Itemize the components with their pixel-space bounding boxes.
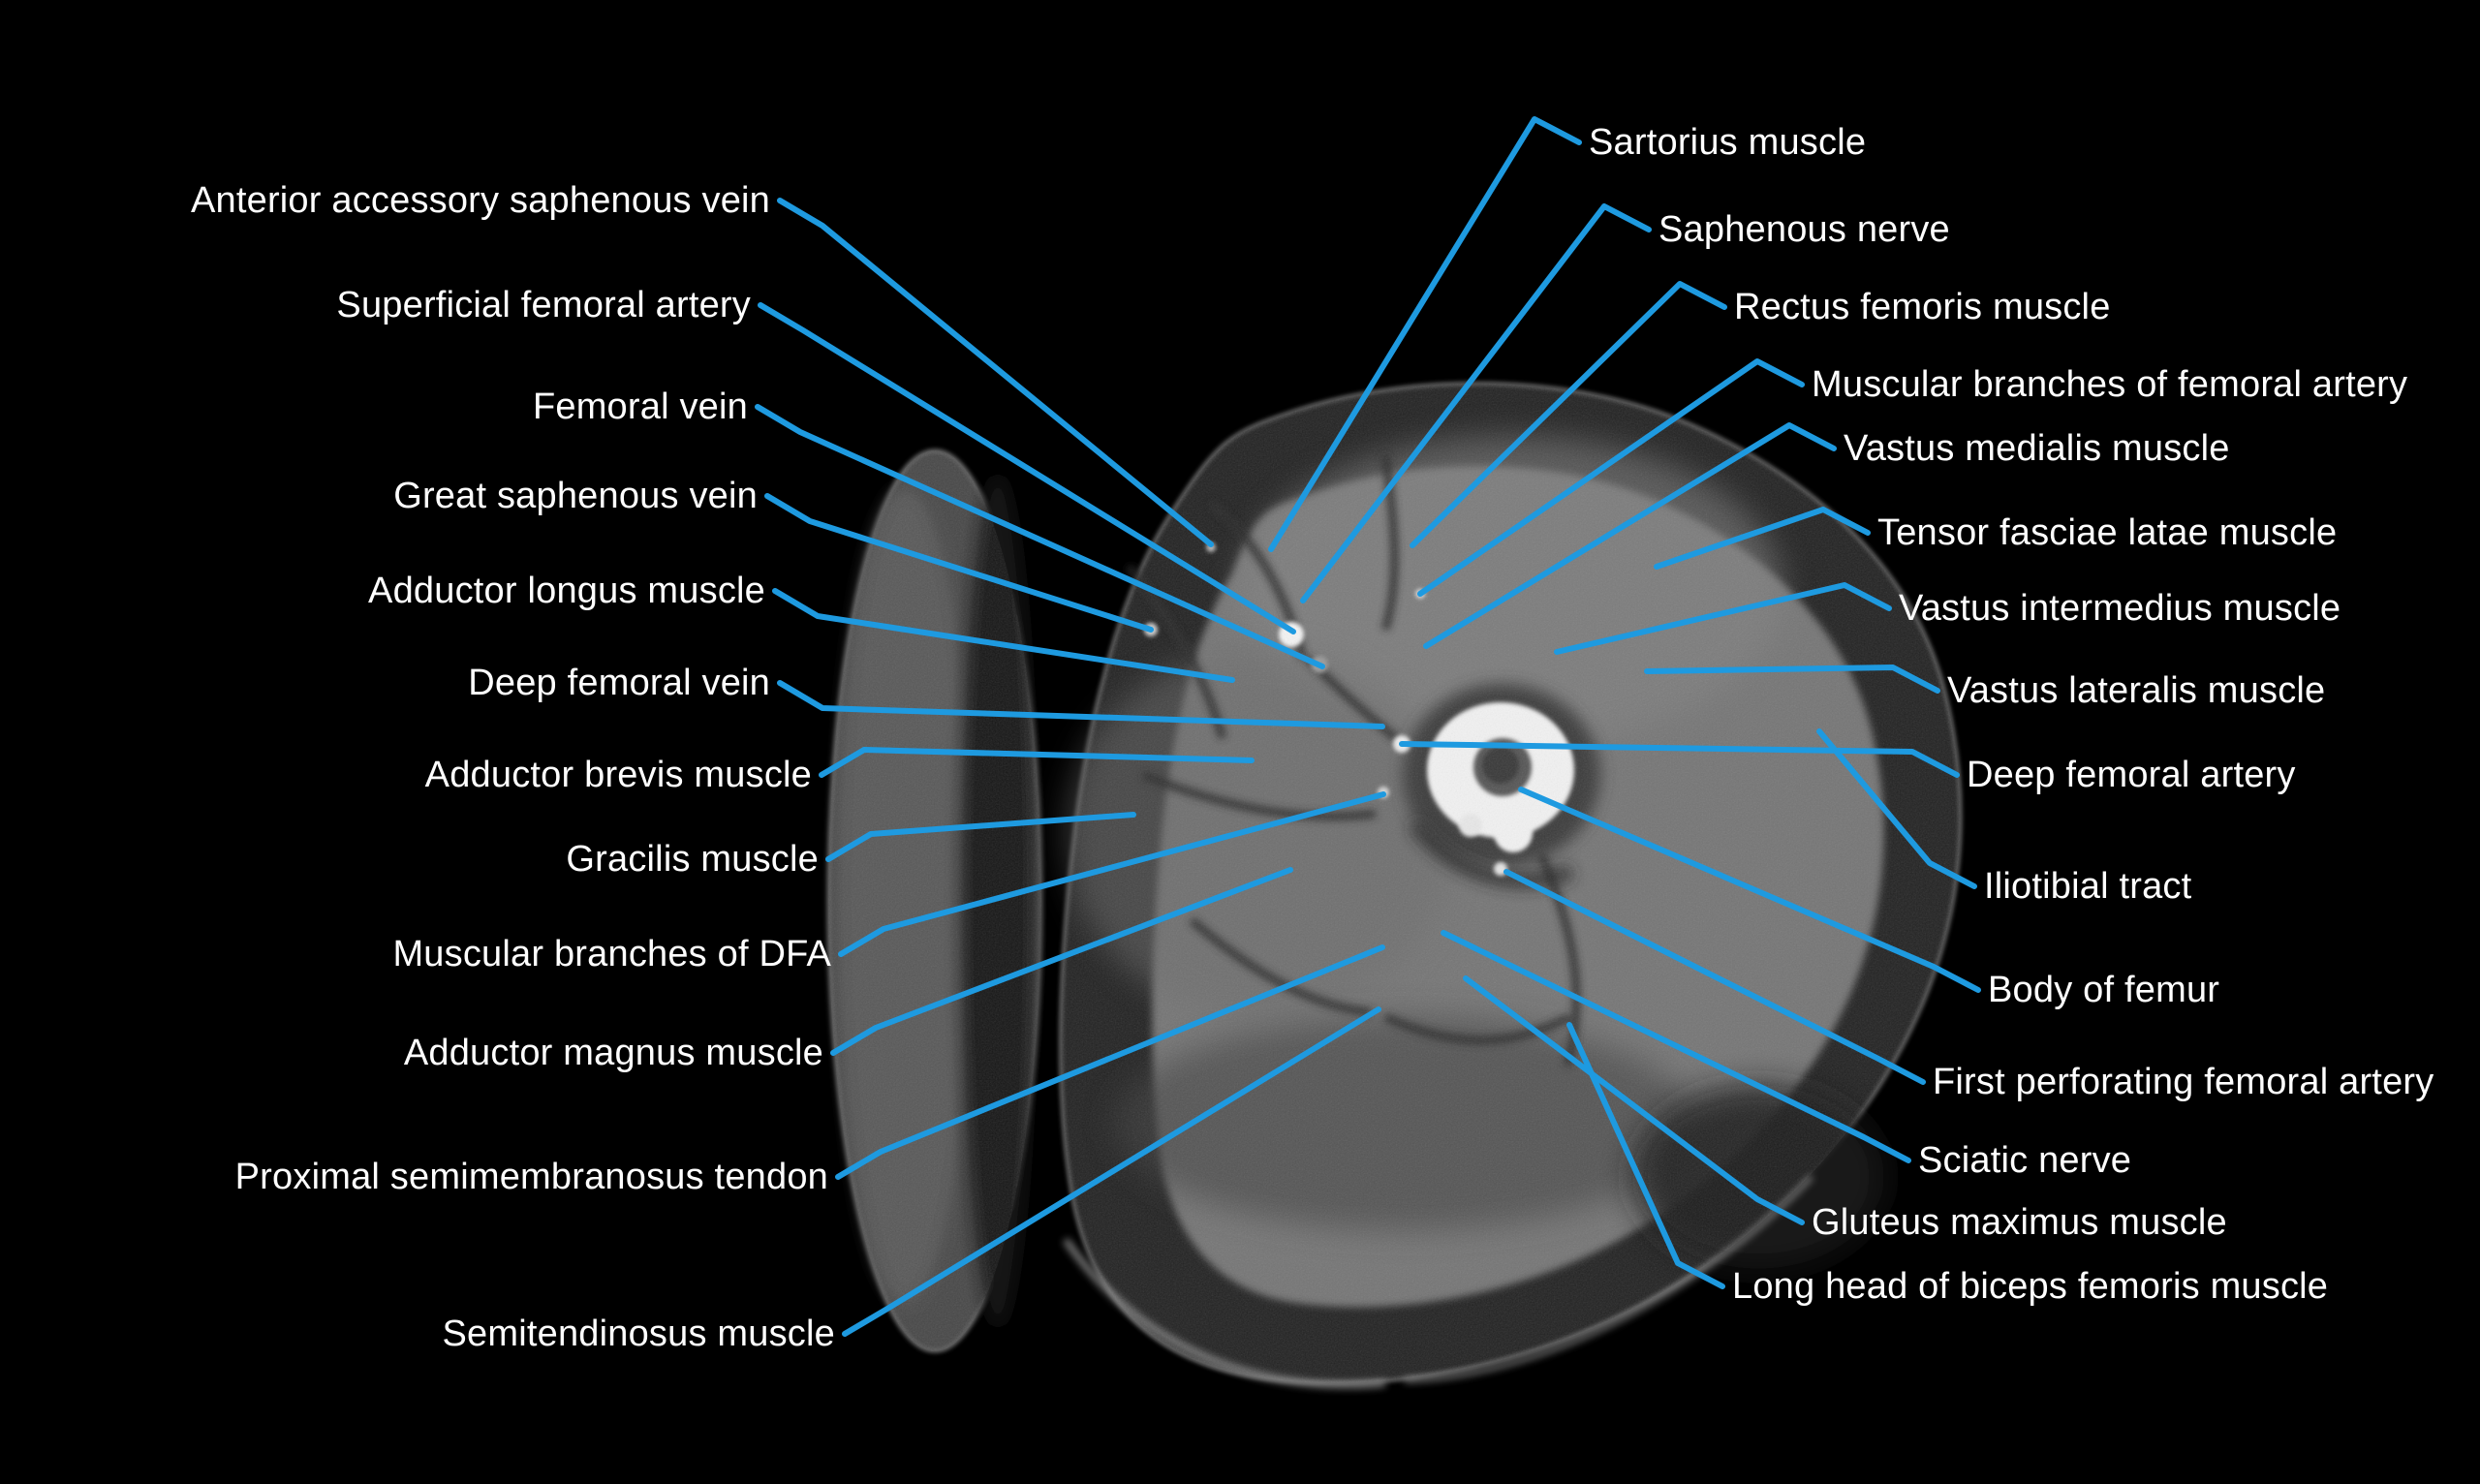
leader-line [777, 680, 1385, 729]
leader-line [819, 747, 1255, 778]
anatomy-label: Sartorius muscle [1589, 122, 1867, 163]
anatomy-label: Gluteus maximus muscle [1812, 1202, 2227, 1243]
leader-line [835, 944, 1385, 1180]
anatomy-label: Muscular branches of DFA [392, 934, 831, 974]
anatomy-label: Vastus lateralis muscle [1947, 670, 2326, 711]
leader-line [1300, 203, 1652, 603]
anatomy-label: Adductor brevis muscle [424, 755, 812, 795]
leader-line [1654, 507, 1871, 570]
anatomy-label: Sciatic nerve [1918, 1140, 2132, 1181]
leader-line [1816, 728, 1977, 889]
anatomy-label: Long head of biceps femoris muscle [1732, 1266, 2329, 1307]
leader-line [1417, 358, 1805, 597]
leader-line [1268, 116, 1582, 552]
anatomy-label: Adductor longus muscle [368, 571, 765, 611]
leader-line [1518, 787, 1981, 993]
leader-line [1463, 975, 1805, 1225]
leader-line [842, 1006, 1381, 1337]
leader-line [772, 588, 1235, 683]
anatomy-label: Deep femoral artery [1967, 755, 2296, 795]
anatomy-label: Semitendinosus muscle [442, 1314, 835, 1354]
anatomy-label: Adductor magnus muscle [403, 1033, 823, 1073]
anatomy-label: First perforating femoral artery [1933, 1062, 2434, 1102]
leader-lines [755, 116, 1981, 1337]
leader-line [758, 302, 1296, 634]
anatomy-label: Proximal semimembranosus tendon [234, 1157, 828, 1197]
anatomy-label: Body of femur [1988, 970, 2220, 1010]
anatomy-label: Deep femoral vein [468, 663, 770, 703]
anatomy-label: Gracilis muscle [566, 839, 819, 880]
leader-line [1441, 930, 1911, 1163]
anatomy-label: Vastus intermedius muscle [1899, 588, 2341, 629]
anatomy-label: Superficial femoral artery [336, 285, 751, 325]
leader-line [764, 493, 1154, 633]
leader-line [830, 867, 1293, 1056]
anatomy-label: Vastus medialis muscle [1844, 428, 2230, 469]
anatomy-label: Muscular branches of femoral artery [1812, 364, 2408, 405]
anatomy-label: Saphenous nerve [1658, 209, 1950, 250]
leader-line [1566, 1022, 1725, 1289]
leader-line [1504, 869, 1926, 1085]
leader-line [1423, 422, 1837, 649]
leader-line [755, 404, 1325, 669]
leader-line [777, 198, 1214, 547]
anatomy-label: Tensor fasciae latae muscle [1877, 512, 2338, 553]
leader-line [825, 812, 1136, 862]
leader-line [1410, 281, 1727, 548]
anatomy-label: Great saphenous vein [393, 476, 758, 516]
anatomy-label: Iliotibial tract [1984, 866, 2192, 907]
leader-line [838, 791, 1386, 957]
leader-line [1644, 665, 1940, 694]
anatomy-label: Rectus femoris muscle [1734, 287, 2111, 327]
leader-line [1554, 582, 1892, 655]
leader-line [1399, 741, 1960, 778]
anatomy-label: Anterior accessory saphenous vein [190, 180, 770, 221]
anatomy-label: Femoral vein [532, 386, 748, 427]
